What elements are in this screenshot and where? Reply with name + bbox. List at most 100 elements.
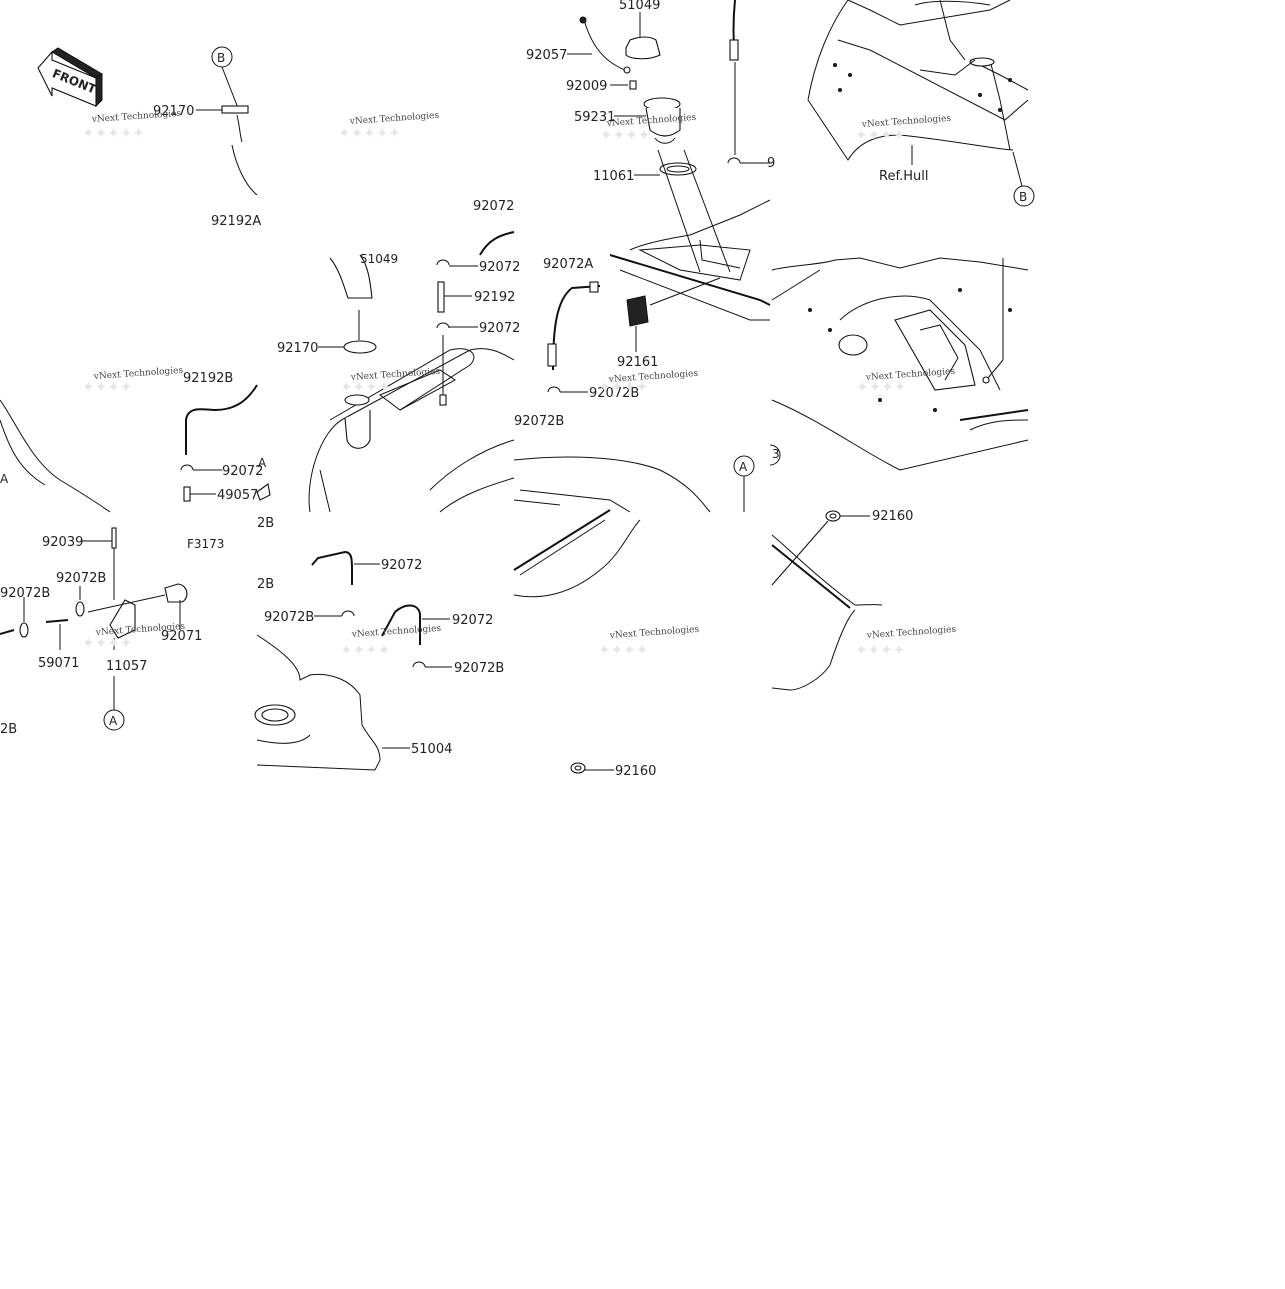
svg-text:✦✦✦✦✦: ✦✦✦✦✦ — [338, 124, 401, 142]
ref-hull-text: Ref.Hull — [879, 169, 928, 184]
label-92057: 92057 — [526, 48, 567, 63]
marker-a-right: A — [733, 455, 755, 512]
hull-side-left: A — [0, 399, 111, 513]
label-92071: 92071 — [161, 629, 202, 644]
ref-hull-note: Ref.Hull — [879, 145, 928, 184]
watermark-12: ✦✦✦✦ vNext Technologies — [855, 625, 957, 659]
label-59231: 59231 — [574, 110, 615, 125]
label-11061: 11061 — [593, 169, 634, 184]
label-92072b-mid: 92072B — [589, 386, 639, 401]
filler-neck-59231: 59231 — [574, 97, 681, 144]
filler-hose-upper: 51049 — [329, 252, 398, 299]
svg-text:vNext Technologies: vNext Technologies — [608, 369, 699, 385]
label-92072-top: 92072 — [473, 199, 514, 214]
svg-text:✦✦✦✦: ✦✦✦✦ — [600, 126, 650, 144]
label-92072b-b: 92072B — [454, 661, 504, 676]
svg-text:vNext Technologies: vNext Technologies — [93, 366, 184, 382]
svg-text:✦✦✦✦: ✦✦✦✦ — [82, 634, 132, 652]
svg-text:✦✦✦✦: ✦✦✦✦ — [340, 378, 390, 396]
clip-92072b-lower: 92072B — [264, 610, 355, 625]
label-51049: 51049 — [619, 0, 660, 13]
svg-text:✦✦✦✦: ✦✦✦✦ — [598, 378, 648, 396]
clip-92072b-lower-right: 92072B — [412, 661, 504, 676]
label-51004: 51004 — [411, 742, 452, 757]
check-valve-49057: 49057 — [183, 483, 271, 503]
svg-text:B: B — [1019, 190, 1027, 204]
label-92072b-vent: 92072B — [56, 571, 106, 586]
tether-92057: 92057 — [526, 16, 631, 74]
watermark-10: ✦✦✦✦ vNext Technologies — [340, 624, 442, 659]
svg-text:vNext Technologies: vNext Technologies — [350, 367, 441, 383]
tank-deck-opening — [609, 199, 771, 321]
svg-text:vNext Technologies: vNext Technologies — [91, 109, 182, 125]
label-92161: 92161 — [617, 355, 658, 370]
clamp-92170: 92170 — [277, 310, 377, 356]
svg-text:✦✦✦✦: ✦✦✦✦ — [82, 378, 132, 396]
grommet-92160-bottom: 92160 — [570, 762, 656, 779]
hull-curve-mid — [513, 456, 711, 513]
label-92072b-a: 92072B — [264, 610, 314, 625]
hose-92072a-right: 9 — [727, 0, 775, 171]
figure-code: F3173 — [187, 537, 224, 551]
svg-text:vNext Technologies: vNext Technologies — [609, 625, 700, 641]
grommet-92160-top: 92160 — [771, 509, 913, 586]
hose-92072a-upper-right: 92072 — [473, 199, 514, 256]
label-11057: 11057 — [106, 659, 147, 674]
pad-92161: 92161 — [617, 277, 721, 370]
svg-text:A: A — [0, 472, 9, 486]
svg-text:✦✦✦✦✦: ✦✦✦✦✦ — [82, 124, 145, 142]
fuel-tank-51004: 51004 — [254, 634, 452, 771]
screw-92009: 92009 — [566, 79, 637, 94]
fuel-cap-51049: 51049 — [619, 0, 661, 60]
watermark-3: ✦✦✦✦ vNext Technologies — [340, 367, 441, 396]
hose-92072-lower: 92072 — [381, 604, 493, 645]
fuel-tank-top-view — [308, 348, 515, 513]
svg-text:vNext Technologies: vNext Technologies — [861, 114, 952, 130]
watermark-8: ✦✦✦✦ vNext Technologies — [82, 366, 184, 396]
label-92192a-top: 92192A — [211, 214, 261, 229]
svg-text:A: A — [258, 456, 267, 470]
svg-text:92072: 92072 — [479, 260, 520, 275]
label-92072a: 92072A — [543, 257, 593, 272]
label-92160-bottom: 92160 — [615, 764, 656, 779]
svg-text:vNext Technologies: vNext Technologies — [351, 624, 442, 640]
gasket-11061: 11061 — [593, 149, 731, 273]
marker-b-partial: 3 — [772, 447, 780, 461]
svg-text:✦✦✦✦: ✦✦✦✦ — [855, 126, 905, 144]
vent-assembly: 92039 F3173 92071 92072B 59071 92072B 11… — [0, 527, 224, 737]
label-49057: 49057 — [217, 488, 258, 503]
marker-b-top-text: B — [217, 51, 225, 65]
svg-text:✦✦✦✦: ✦✦✦✦ — [598, 641, 648, 659]
hull-lower-deck — [771, 257, 1029, 471]
label-92192b: 92192B — [183, 371, 233, 386]
hose-92072a-left: 92072A — [543, 257, 601, 371]
svg-text:A: A — [109, 714, 118, 728]
label-92170-top: 92170 — [153, 104, 194, 119]
svg-text:92072: 92072 — [479, 321, 520, 336]
marker-b-right: B — [1012, 151, 1035, 207]
svg-text:2B: 2B — [257, 577, 274, 592]
clip-92072b-mid: 92072B 92072B — [514, 386, 639, 429]
hull-bottom-center — [513, 509, 641, 598]
watermark-5: ✦✦✦✦ vNext Technologies — [598, 369, 699, 396]
label-92160-top: 92160 — [872, 509, 913, 524]
svg-text:✦✦✦✦: ✦✦✦✦ — [340, 641, 390, 659]
svg-text:✦✦✦✦: ✦✦✦✦ — [856, 378, 906, 396]
label-92039: 92039 — [42, 535, 83, 550]
clip-92072b-left: 92072 A — [180, 456, 267, 479]
label-92072-b: 92072 — [452, 613, 493, 628]
watermark-1: ✦✦✦✦✦ vNext Technologies — [82, 109, 182, 142]
front-orientation-badge: FRONT — [37, 47, 103, 108]
hose-92072-upper: 92072 — [311, 550, 422, 585]
tube-92192b: 92192B — [183, 371, 258, 455]
marker-b-top: B — [211, 46, 239, 109]
label-92170-mid: 92170 — [277, 341, 318, 356]
part-92170-top: 92170 92192A — [153, 104, 261, 229]
svg-text:vNext Technologies: vNext Technologies — [866, 625, 957, 641]
svg-text:51049: 51049 — [360, 252, 398, 266]
svg-text:92072B: 92072B — [0, 586, 50, 601]
svg-text:A: A — [739, 460, 748, 474]
label-92072b-lower: 92072B — [514, 414, 564, 429]
hull-upper-deck — [807, 0, 1029, 161]
